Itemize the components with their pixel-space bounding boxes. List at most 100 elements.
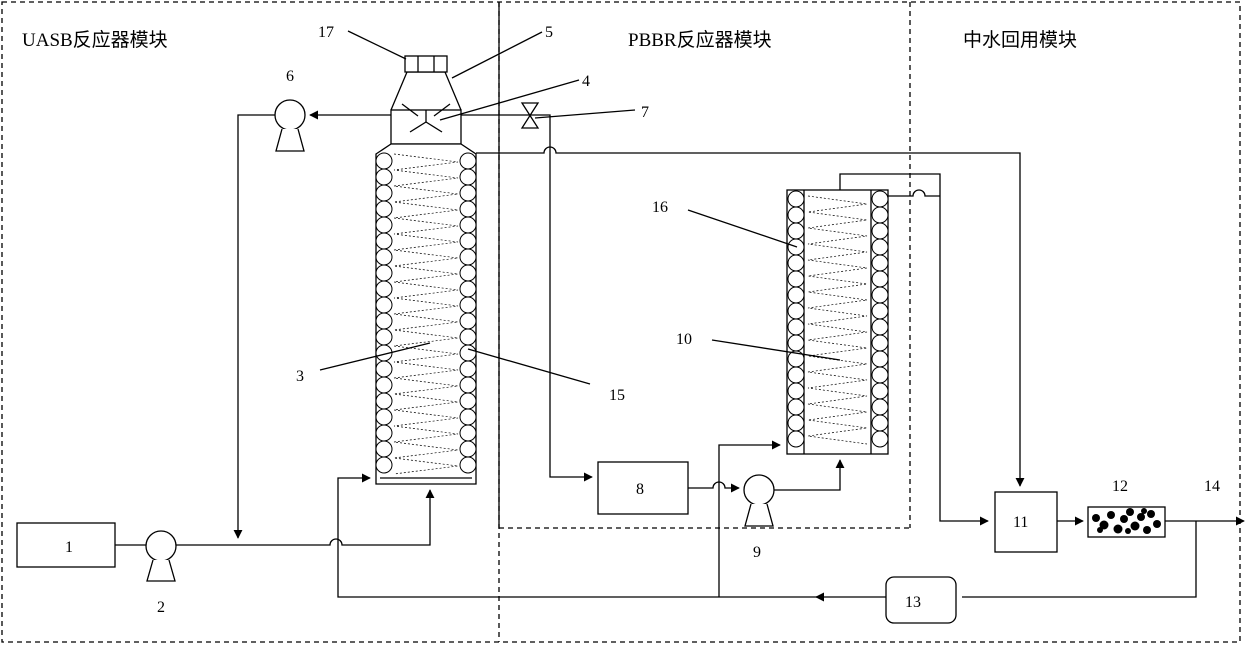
pbbr-reactor (786, 189, 889, 455)
packing-bead (787, 222, 805, 240)
packing-bead (871, 334, 889, 352)
packing-bead (871, 238, 889, 256)
packing-bead (459, 392, 477, 410)
leader-lines (319, 30, 841, 385)
reuse-tank (994, 491, 1058, 553)
packing-bead (459, 424, 477, 442)
label-3: 3 (296, 368, 304, 385)
packing-bead (459, 360, 477, 378)
packing-bead (375, 184, 393, 202)
packing-bead (375, 152, 393, 170)
packing-bead (459, 216, 477, 234)
packing-bead (787, 286, 805, 304)
packing-bead (375, 456, 393, 474)
packing-bead (375, 328, 393, 346)
packing-bead (871, 270, 889, 288)
reuse-module-title: 中水回用模块 (963, 29, 1077, 51)
packing-bead (459, 408, 477, 426)
packing-bead (871, 398, 889, 416)
label-4: 4 (582, 73, 590, 90)
packing-bead (787, 334, 805, 352)
packing-bead (871, 382, 889, 400)
packing-bead (787, 382, 805, 400)
label-2: 2 (157, 599, 165, 616)
packing-bead (459, 280, 477, 298)
packing-bead (375, 280, 393, 298)
packing-bead (871, 350, 889, 368)
packing-bead (459, 328, 477, 346)
packing-bead (787, 414, 805, 432)
packing-bead (459, 312, 477, 330)
recycle-pump (274, 99, 306, 152)
label-16: 16 (652, 199, 668, 216)
packing-bead (871, 286, 889, 304)
packing-bead (871, 254, 889, 272)
packing-bead (787, 430, 805, 448)
packing-bead (375, 168, 393, 186)
packing-bead (871, 190, 889, 208)
packing-bead (375, 408, 393, 426)
feed-pump (145, 530, 177, 582)
packing-bead (375, 312, 393, 330)
label-17: 17 (318, 24, 334, 41)
filter-media (1092, 508, 1161, 534)
uasb-reactor (375, 55, 477, 485)
label-8: 8 (636, 481, 644, 498)
packing-bead (375, 200, 393, 218)
packing-bead (375, 440, 393, 458)
uasb-module-title: UASB反应器模块 (22, 29, 168, 51)
packing-bead (459, 296, 477, 314)
packing-bead (459, 264, 477, 282)
packing-bead (375, 232, 393, 250)
packing-bead (787, 270, 805, 288)
packing-bead (459, 376, 477, 394)
label-14: 14 (1204, 478, 1220, 495)
packing-bead (459, 232, 477, 250)
packing-bead (871, 206, 889, 224)
biofilm-carrier (393, 153, 459, 475)
packing-bead (375, 360, 393, 378)
packing-bead (459, 200, 477, 218)
packing-bead (459, 248, 477, 266)
packing-bead (459, 440, 477, 458)
packing-bead (787, 398, 805, 416)
packing-bead (375, 264, 393, 282)
pbbr-module-title: PBBR反应器模块 (628, 29, 772, 51)
packing-bead (375, 296, 393, 314)
packing-bead (787, 254, 805, 272)
packing-bead (787, 190, 805, 208)
label-13: 13 (905, 594, 921, 611)
packing-bead (871, 414, 889, 432)
label-5: 5 (545, 24, 553, 41)
packing-bead (871, 222, 889, 240)
packing-bead (375, 216, 393, 234)
packing-bead (459, 456, 477, 474)
packing-bead (459, 344, 477, 362)
packing-bead (375, 376, 393, 394)
label-7: 7 (641, 104, 649, 121)
label-11: 11 (1013, 514, 1028, 531)
packing-bead (871, 366, 889, 384)
packing-bead (459, 184, 477, 202)
packing-bead (787, 302, 805, 320)
label-1: 1 (65, 539, 73, 556)
raw-water-tank (16, 522, 116, 568)
packing-bead (787, 206, 805, 224)
piping (115, 102, 1245, 602)
packing-bead (459, 168, 477, 186)
packing-bead (787, 366, 805, 384)
label-6: 6 (286, 68, 294, 85)
label-12: 12 (1112, 478, 1128, 495)
label-9: 9 (753, 544, 761, 561)
packing-bead (871, 430, 889, 448)
packing-bead (375, 248, 393, 266)
packing-bead (375, 424, 393, 442)
settling-tank (597, 461, 689, 515)
label-10: 10 (676, 331, 692, 348)
disinfection-unit (885, 576, 957, 624)
label-15: 15 (609, 387, 625, 404)
pbbr-feed-pump (743, 474, 775, 527)
packing-bead (375, 392, 393, 410)
